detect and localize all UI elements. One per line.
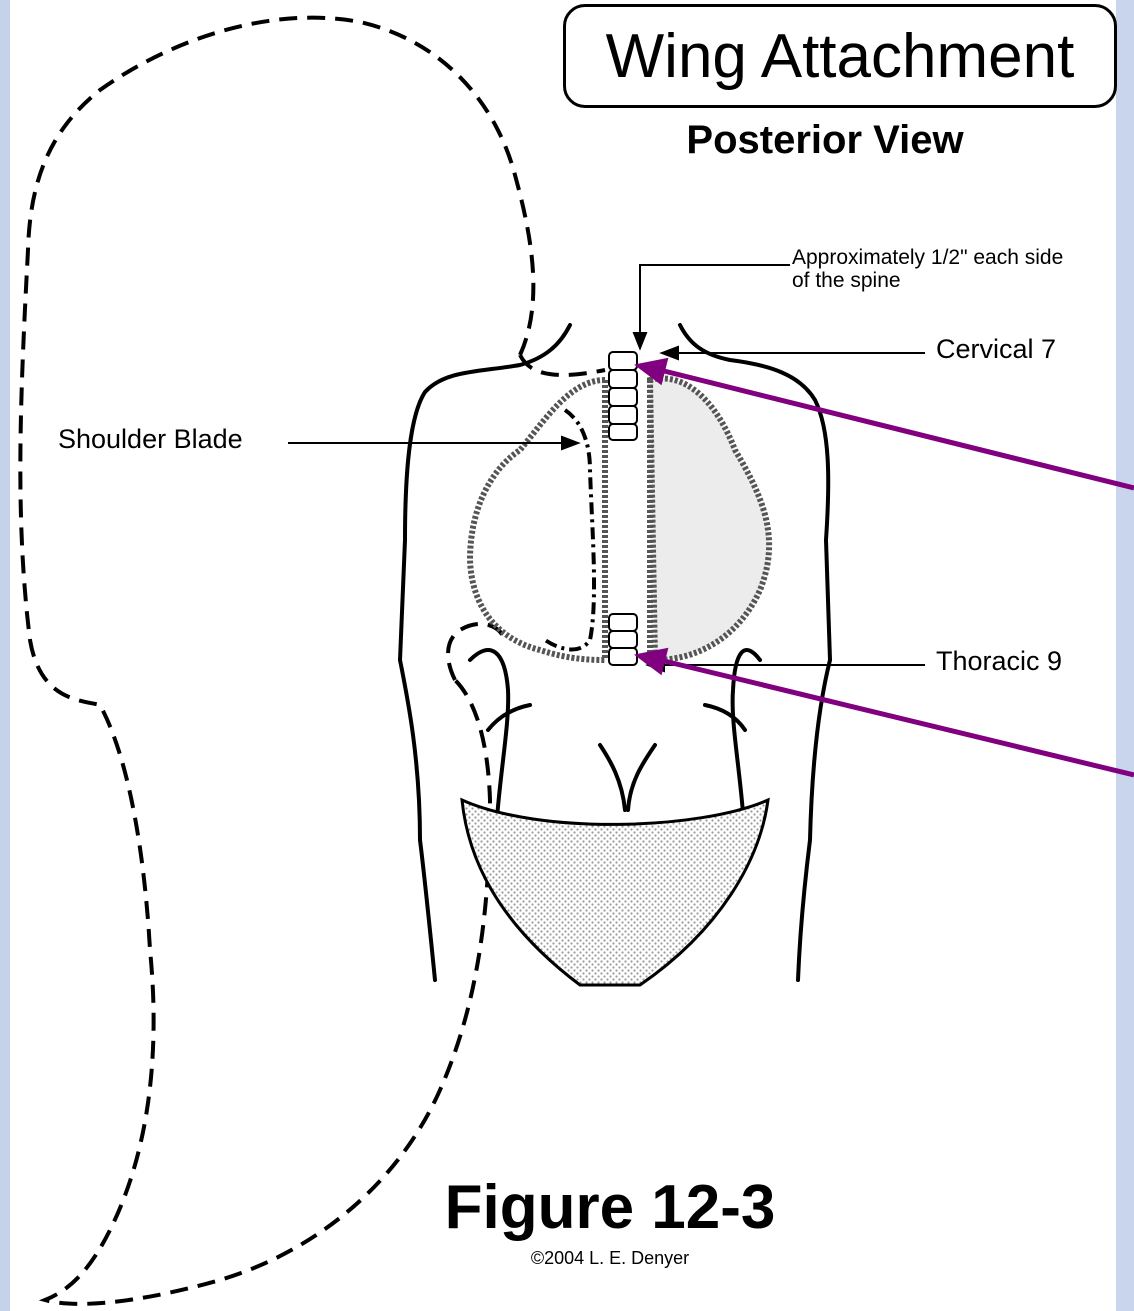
spine-note-line2: of the spine [792, 269, 1063, 292]
wing-pattern-top-join [520, 355, 605, 375]
wing-left-shape [470, 380, 605, 660]
spine-note: Approximately 1/2" each side of the spin… [792, 246, 1063, 292]
copyright: ©2004 L. E. Denyer [450, 1248, 770, 1269]
label-shoulder-blade: Shoulder Blade [58, 424, 243, 455]
label-cervical: Cervical 7 [936, 334, 1056, 365]
vertebrae-upper [609, 352, 637, 440]
wing-right-shape [650, 378, 769, 660]
spine-note-line1: Approximately 1/2" each side [792, 246, 1063, 269]
label-thoracic: Thoracic 9 [936, 646, 1062, 677]
figure-caption: Figure 12-3 [400, 1172, 820, 1243]
title-box: Wing Attachment [563, 4, 1117, 108]
subtitle: Posterior View [640, 118, 1010, 163]
hip-garment [462, 800, 768, 985]
wing-pattern-outline [20, 18, 533, 1304]
vertebrae-lower [609, 614, 637, 665]
